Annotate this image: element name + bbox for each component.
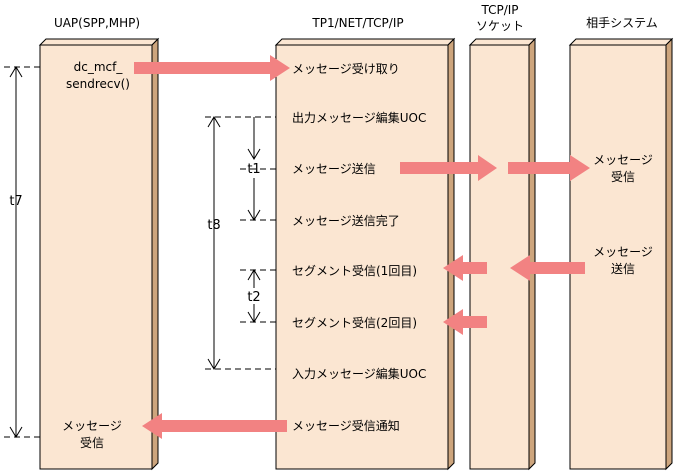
t8-arrowhead-bottom: [207, 358, 221, 370]
t2-label: t2: [247, 290, 260, 305]
tp1-column: [274, 37, 456, 471]
socket-column-header-line2: ソケット: [476, 19, 524, 33]
remote-receive-line2: 受信: [611, 170, 635, 184]
arrow-tp1-to-socket: [400, 155, 497, 181]
remote-receive-line1: メッセージ: [593, 153, 653, 167]
arrow-socket-to-tp1-seg2: [443, 309, 487, 335]
tp1-step-send: メッセージ送信: [292, 161, 376, 176]
tp1-step-input-uoc: 入力メッセージ編集UOC: [292, 366, 426, 381]
tp1-step-seg1: セグメント受信(1回目): [292, 264, 417, 278]
t7-arrowhead-top: [9, 66, 23, 78]
uap-column-header: UAP(SPP,MHP): [54, 16, 140, 30]
t1-arrowhead-lower: [247, 209, 261, 221]
t7-arrowhead-bottom: [9, 426, 23, 438]
t2-arrowhead-top: [247, 269, 261, 281]
uap-receive-line2: 受信: [80, 436, 104, 450]
tp1-step-seg2: セグメント受信(2回目): [292, 316, 417, 330]
t7-label: t7: [9, 194, 22, 209]
remote-column-header: 相手システム: [586, 16, 658, 30]
t8-arrowhead-top: [207, 116, 221, 128]
t8-label: t8: [207, 218, 220, 233]
socket-column-header-line1: TCP/IP: [480, 3, 518, 17]
t1-arrowhead-upper: [247, 148, 261, 160]
t1-label: t1: [247, 162, 260, 177]
tp1-step-send-done: メッセージ送信完了: [292, 213, 400, 228]
tp1-step-notify: メッセージ受信通知: [292, 419, 400, 433]
tp1-column-header: TP1/NET/TCP/IP: [311, 16, 403, 30]
sendrecv-call-line2: sendrecv(): [66, 77, 130, 91]
t2-arrowhead-bottom: [247, 311, 261, 323]
uap-receive-line1: メッセージ: [62, 419, 122, 433]
remote-send-line2: 送信: [611, 261, 635, 276]
arrow-tp1-to-uap: [142, 413, 287, 439]
arrow-uap-to-tp1: [134, 55, 290, 81]
arrow-remote-to-socket: [510, 255, 585, 281]
dashed-guides: [4, 66, 276, 438]
arrow-socket-to-remote: [508, 155, 590, 181]
arrow-socket-to-tp1-seg1: [443, 255, 487, 281]
remote-column: [568, 37, 674, 471]
remote-send-line1: メッセージ: [593, 245, 653, 259]
tp1-step-receive: メッセージ受け取り: [292, 62, 400, 76]
tp1-step-output-uoc: 出力メッセージ編集UOC: [292, 110, 426, 125]
socket-column: [468, 37, 537, 471]
uap-column: [38, 37, 160, 471]
sendrecv-call-line1: dc_mcf_: [74, 60, 124, 74]
message-arrows: [134, 55, 590, 439]
dimension-lines: [9, 66, 261, 438]
